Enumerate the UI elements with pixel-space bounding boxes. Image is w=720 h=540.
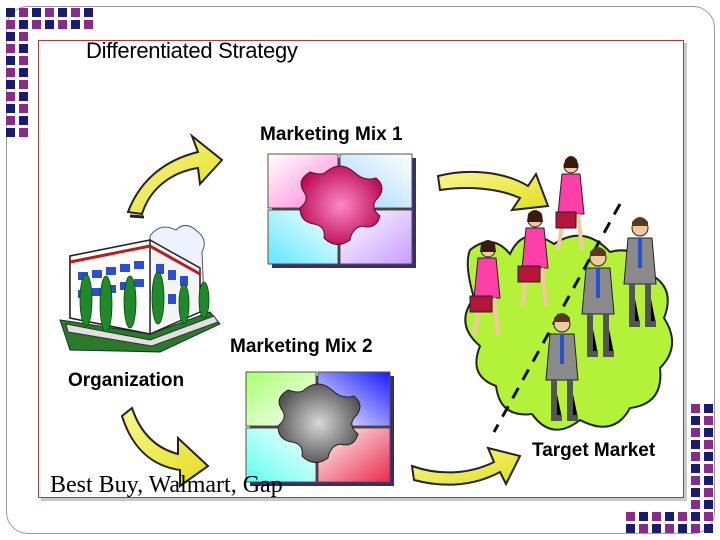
decor-square xyxy=(6,44,15,53)
decor-square xyxy=(704,452,713,461)
businessman-icon-1 xyxy=(623,217,657,327)
decor-square xyxy=(84,20,93,29)
businessman-icon-3 xyxy=(545,313,579,421)
decor-square xyxy=(691,428,700,437)
decor-square xyxy=(626,512,635,521)
arrow-org-to-mix2 xyxy=(120,406,210,488)
decor-square xyxy=(6,80,15,89)
decor-square xyxy=(704,416,713,425)
decor-square xyxy=(32,8,41,17)
decor-square xyxy=(691,524,700,533)
building-icon xyxy=(59,225,221,353)
arrow-mix2-to-market xyxy=(410,446,522,487)
puzzle-icon-mix1 xyxy=(267,153,416,268)
decor-square xyxy=(704,404,713,413)
slide-frame xyxy=(6,6,715,534)
decor-square xyxy=(19,92,28,101)
decor-square xyxy=(678,512,687,521)
decor-square xyxy=(704,500,713,509)
decor-square xyxy=(678,524,687,533)
decor-square xyxy=(19,80,28,89)
target-market-label: Target Market xyxy=(532,440,656,461)
decor-square xyxy=(6,104,15,113)
organization-label: Organization xyxy=(68,370,185,391)
decor-square xyxy=(58,8,67,17)
decor-square xyxy=(19,56,28,65)
decor-square xyxy=(6,116,15,125)
decor-square xyxy=(6,68,15,77)
decor-square xyxy=(691,452,700,461)
decor-square xyxy=(19,68,28,77)
decor-square xyxy=(19,104,28,113)
slide-title: Differentiated Strategy xyxy=(86,38,298,63)
decor-square xyxy=(84,8,93,17)
decor-square xyxy=(665,512,674,521)
decor-square xyxy=(652,512,661,521)
decor-square xyxy=(652,524,661,533)
decor-square xyxy=(691,404,700,413)
decor-square xyxy=(71,8,80,17)
decor-square xyxy=(6,8,15,17)
decor-square xyxy=(19,8,28,17)
decor-square xyxy=(19,32,28,41)
decor-square xyxy=(19,20,28,29)
decor-square xyxy=(45,20,54,29)
decor-square xyxy=(691,464,700,473)
decor-square xyxy=(704,464,713,473)
decor-square xyxy=(665,524,674,533)
businessman-icon-2 xyxy=(581,247,615,357)
decor-square xyxy=(71,20,80,29)
businesswoman-icon-1 xyxy=(555,156,585,251)
decor-square xyxy=(19,44,28,53)
businesswoman-icon-2 xyxy=(517,210,549,307)
decor-square xyxy=(639,512,648,521)
decor-square xyxy=(691,440,700,449)
decor-square xyxy=(704,524,713,533)
decor-square xyxy=(626,524,635,533)
decor-square xyxy=(45,8,54,17)
businesswoman-icon-3 xyxy=(469,240,501,337)
decor-square xyxy=(691,416,700,425)
decor-square xyxy=(691,476,700,485)
decor-square xyxy=(704,476,713,485)
decor-square xyxy=(58,20,67,29)
decor-square xyxy=(639,524,648,533)
decor-square xyxy=(6,32,15,41)
decor-square xyxy=(6,20,15,29)
puzzle-icon-mix2 xyxy=(245,371,394,486)
decor-square xyxy=(32,20,41,29)
decor-square xyxy=(6,128,15,137)
decor-square xyxy=(704,428,713,437)
decor-square xyxy=(19,116,28,125)
decor-square xyxy=(6,56,15,65)
arrow-org-to-mix1 xyxy=(126,132,224,219)
decor-square xyxy=(691,488,700,497)
caption-text: Best Buy, Walmart, Gap xyxy=(50,472,283,498)
decor-square xyxy=(691,500,700,509)
decor-square xyxy=(6,92,15,101)
decor-square xyxy=(19,128,28,137)
marketing-mix-2-label: Marketing Mix 2 xyxy=(230,336,373,357)
arrow-mix1-to-market xyxy=(436,170,550,212)
decor-square xyxy=(704,440,713,449)
marketing-mix-1-label: Marketing Mix 1 xyxy=(260,124,403,145)
decor-square xyxy=(691,512,700,521)
decor-square xyxy=(704,512,713,521)
decor-square xyxy=(704,488,713,497)
